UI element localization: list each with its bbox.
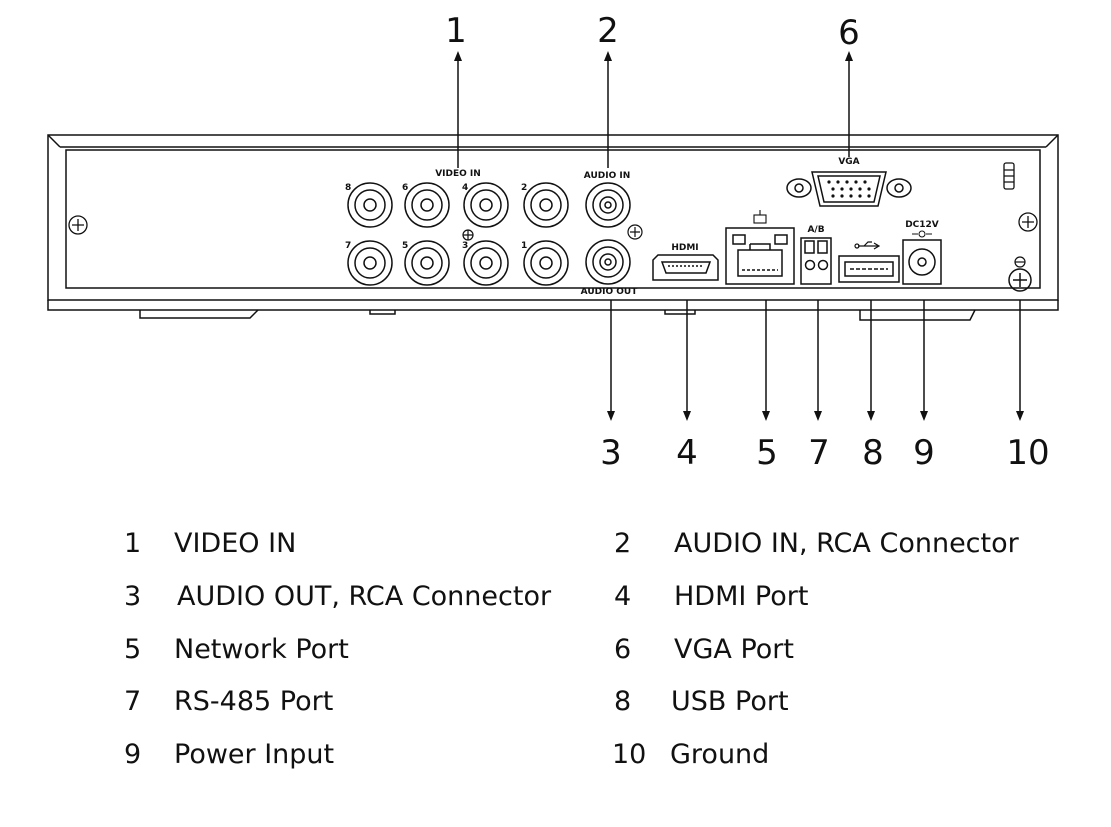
- legend-label: USB Port: [671, 686, 789, 717]
- power-panel-label: DC12V: [905, 220, 939, 230]
- ground-symbol-icon: [462, 229, 474, 241]
- legend-number: 7: [124, 686, 142, 717]
- channel-label-4: 4: [462, 183, 468, 193]
- channel-label-5: 5: [402, 241, 408, 251]
- legend-number: 5: [124, 634, 142, 665]
- legend-label: Power Input: [174, 739, 335, 770]
- legend-number: 2: [614, 528, 632, 559]
- legend-label: RS-485 Port: [174, 686, 334, 717]
- channel-label-7: 7: [345, 241, 351, 251]
- channel-label-6: 6: [402, 183, 408, 193]
- hdmi-panel-label: HDMI: [671, 243, 698, 253]
- network-port: [725, 227, 795, 285]
- legend-item-9: 9 Power Input: [124, 739, 334, 770]
- usb-port: [838, 255, 900, 283]
- legend-label: HDMI Port: [674, 581, 809, 612]
- ground-terminal: [1008, 268, 1032, 292]
- legend-item-6: 6 VGA Port: [614, 634, 794, 665]
- callout-6: 6: [838, 13, 860, 53]
- legend-number: 1: [124, 528, 142, 559]
- vga-panel-label: VGA: [838, 157, 859, 167]
- callout-1: 1: [445, 11, 467, 51]
- callout-9: 9: [913, 433, 935, 473]
- hdmi-port: [652, 254, 719, 281]
- legend-label: VIDEO IN: [174, 528, 297, 559]
- vga-port: [786, 171, 912, 207]
- audio-in-rca: [585, 182, 631, 228]
- power-jack: [902, 239, 942, 285]
- vent-slot: [1003, 162, 1015, 190]
- audio-out-panel-label: AUDIO OUT: [581, 287, 639, 297]
- rear-panel-diagram: VIDEO IN 8 6 4 2 7 5 3 1 AUDIO IN AUDIO …: [47, 11, 1059, 473]
- legend-number: 8: [614, 686, 632, 717]
- audio-ground-screw-icon: [627, 224, 643, 240]
- legend-number: 4: [614, 581, 632, 612]
- callout-2: 2: [597, 11, 619, 51]
- legend-item-2: 2 AUDIO IN, RCA Connector: [614, 528, 1019, 559]
- channel-label-2: 2: [521, 183, 527, 193]
- legend-label: Ground: [670, 739, 770, 770]
- legend-number: 9: [124, 739, 142, 770]
- chassis: [47, 134, 1059, 321]
- legend-label: VGA Port: [674, 634, 794, 665]
- legend-item-4: 4 HDMI Port: [614, 581, 808, 612]
- channel-label-3: 3: [462, 241, 468, 251]
- legend-number: 6: [614, 634, 632, 665]
- channel-label-8: 8: [345, 183, 351, 193]
- vga-pins: [827, 180, 871, 198]
- side-screw-left: [68, 215, 88, 235]
- ground-icon: [1014, 256, 1026, 268]
- legend-number: 3: [124, 581, 142, 612]
- legend-label: Network Port: [174, 634, 349, 665]
- legend-number: 10: [612, 739, 647, 770]
- callout-3: 3: [600, 433, 622, 473]
- audio-out-rca: [585, 239, 631, 285]
- legend-item-10: 10 Ground: [612, 739, 769, 770]
- channel-label-1: 1: [521, 241, 527, 251]
- legend-label: AUDIO IN, RCA Connector: [674, 528, 1019, 559]
- legend-item-8: 8 USB Port: [614, 686, 789, 717]
- rs485-port: [800, 237, 832, 285]
- legend-item-3: 3 AUDIO OUT, RCA Connector: [124, 581, 551, 612]
- video-in-bnc-group: [347, 182, 569, 286]
- callout-4: 4: [676, 433, 698, 473]
- video-in-panel-label: VIDEO IN: [435, 169, 481, 179]
- callout-leaders: [454, 51, 1024, 421]
- legend-item-1: 1 VIDEO IN: [124, 528, 296, 559]
- legend-item-5: 5 Network Port: [124, 634, 349, 665]
- network-icon: [753, 210, 767, 224]
- callout-7: 7: [808, 433, 830, 473]
- callout-5: 5: [756, 433, 778, 473]
- side-screw-right: [1018, 212, 1038, 232]
- rs485-panel-label: A/B: [807, 225, 824, 235]
- callout-10: 10: [1006, 433, 1049, 473]
- dc-polarity-icon: [912, 230, 932, 238]
- audio-in-panel-label: AUDIO IN: [584, 171, 630, 181]
- legend-item-7: 7 RS-485 Port: [124, 686, 333, 717]
- legend-label: AUDIO OUT, RCA Connector: [177, 581, 552, 612]
- callout-8: 8: [862, 433, 884, 473]
- usb-icon: [854, 241, 881, 250]
